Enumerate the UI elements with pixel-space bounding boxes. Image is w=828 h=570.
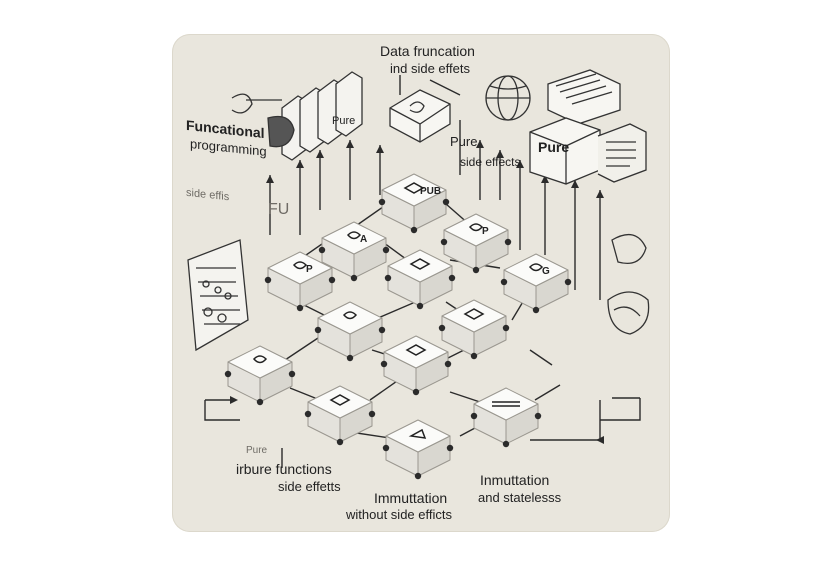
cube-10	[380, 335, 452, 396]
cube-glyph-icon	[409, 258, 431, 270]
pure-box-icon	[529, 117, 647, 185]
cube-3: PUB	[378, 173, 450, 234]
cube-label: G	[542, 266, 550, 277]
cube-7	[314, 301, 386, 362]
cube-glyph-icon	[405, 344, 427, 356]
decor-sketches	[187, 69, 650, 352]
globe-icon	[485, 75, 531, 121]
top-box-icon	[389, 89, 451, 143]
cube-1: P	[264, 251, 336, 312]
top-title-line1: Data fruncation	[380, 43, 475, 59]
cube-glyph-icon	[408, 428, 427, 439]
bottom-center-line1: Immuttation	[374, 490, 448, 506]
pure-right-line2: side effects	[460, 155, 521, 169]
cube-label: P	[306, 264, 313, 275]
cube-glyph-icon	[329, 394, 351, 406]
cube-12	[382, 419, 454, 480]
cube-13	[470, 387, 542, 448]
cube-9	[224, 345, 296, 406]
bottom-left-line3: side effetts	[278, 479, 341, 494]
cube-label: PUB	[420, 186, 441, 197]
bottom-center-line2: without side efficts	[346, 507, 452, 522]
pure-box-label: Pure	[538, 139, 570, 155]
cube-label: P	[482, 226, 489, 237]
cube-5: G	[500, 253, 572, 314]
cube-4: P	[440, 213, 512, 274]
cube-glyph-icon	[403, 182, 425, 194]
cube-2: A	[318, 221, 390, 282]
pure-small-label: Pure	[332, 115, 356, 127]
cube-glyph-icon	[346, 231, 362, 240]
cube-glyph-icon	[492, 401, 520, 407]
pure-right-line1: Pure	[450, 134, 478, 149]
cube-8	[438, 299, 510, 360]
cube-glyph-icon	[468, 223, 484, 232]
bottom-right-line1: Inmuttation	[480, 472, 550, 488]
stacked-slabs-icon	[267, 71, 363, 161]
cube-glyph-icon	[463, 308, 485, 320]
top-title-line2: ind side effets	[390, 61, 470, 76]
left-screen-icon	[187, 239, 249, 352]
cube-glyph-icon	[292, 261, 308, 270]
bottom-left-line1: Pure	[246, 445, 268, 456]
cube-glyph-icon	[252, 355, 268, 364]
arrow-heads	[230, 140, 604, 444]
bottom-left-line2: irbure functions	[236, 461, 332, 477]
grid-block-icon	[547, 69, 621, 125]
cube-6	[384, 249, 456, 310]
cube-glyph-icon	[528, 263, 544, 272]
right-decor-icon	[607, 233, 650, 335]
cube-11	[304, 385, 376, 446]
cube-label: A	[360, 234, 367, 245]
cube-grid: P A PUB P G	[224, 173, 572, 480]
bottom-right-line2: and statelesss	[478, 490, 562, 505]
cube-glyph-icon	[342, 311, 358, 320]
fu-label: FU	[268, 201, 290, 218]
